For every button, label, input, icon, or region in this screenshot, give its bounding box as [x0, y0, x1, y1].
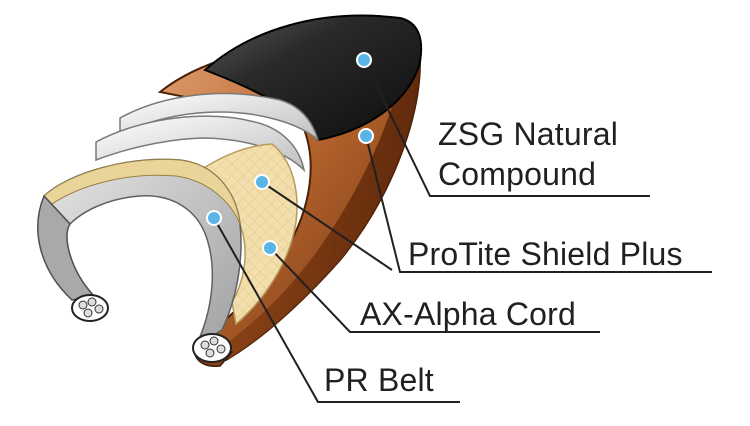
label-ax-alpha-cord: AX-Alpha Cord	[360, 296, 577, 332]
markers	[206, 52, 374, 256]
marker-shield	[254, 174, 270, 190]
marker-zsg	[356, 52, 372, 68]
leader-pr-belt	[213, 217, 460, 403]
leader-lines	[213, 59, 712, 403]
marker-ax-alpha	[262, 240, 278, 256]
left-bead	[71, 294, 109, 322]
leader-ax-alpha	[269, 247, 600, 333]
layer-edge-middle	[95, 115, 306, 173]
label-pr-belt: PR Belt	[324, 362, 434, 398]
leader-zsg	[363, 59, 650, 197]
leader-protite-shield	[261, 181, 393, 271]
right-bead	[192, 333, 234, 367]
leader-protite	[365, 135, 712, 273]
label-protite-shield-plus: ProTite Shield Plus	[408, 236, 683, 272]
layer-edge-outer	[119, 92, 320, 143]
inner-liner-stripe	[43, 158, 241, 225]
marker-casing	[358, 128, 374, 144]
left-sidewall	[37, 194, 96, 301]
label-zsg-natural-line2: Compound	[438, 156, 597, 192]
marker-pr-belt	[206, 210, 222, 226]
label-zsg-natural-line1: ZSG Natural	[438, 116, 619, 152]
